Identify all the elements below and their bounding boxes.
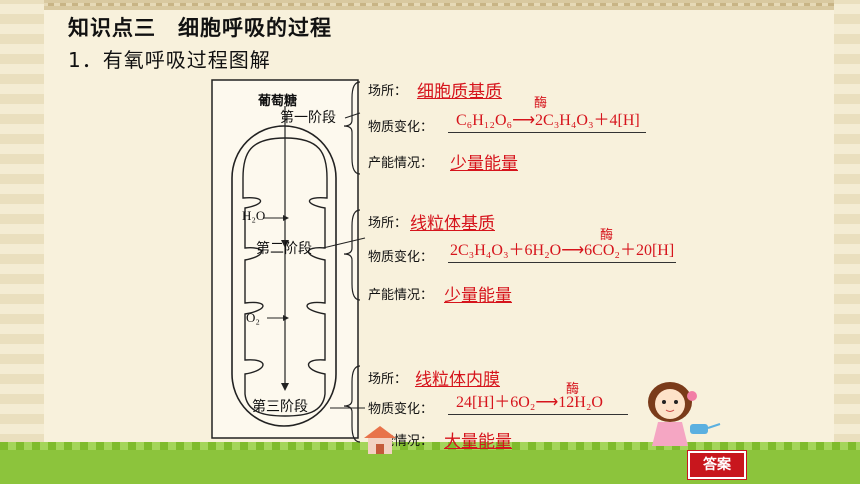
stage1-substance-label: 物质变化： bbox=[368, 120, 434, 135]
stage3-substance-label: 物质变化： bbox=[368, 402, 434, 417]
top-border bbox=[0, 0, 860, 10]
mitochondrion-diagram bbox=[211, 79, 366, 439]
right-border bbox=[834, 0, 860, 484]
girl-illustration-icon bbox=[648, 382, 721, 446]
glucose-label: 葡萄糖 bbox=[258, 94, 298, 109]
stage2-site-label: 场所： bbox=[368, 216, 408, 231]
stage2-label: 第二阶段 bbox=[256, 241, 312, 257]
stage1-energy: 少量能量 bbox=[450, 154, 518, 174]
stage1-site-label: 场所： bbox=[368, 84, 408, 99]
stage2-equation: 2C₃H₄O₃＋6H₂O⟶6CO₂＋20[H] bbox=[450, 242, 675, 259]
stage2-substance-label: 物质变化： bbox=[368, 250, 434, 265]
stage1-site: 细胞质基质 bbox=[417, 82, 502, 102]
h2o-label: H₂O bbox=[242, 208, 266, 223]
page-title: 知识点三 细胞呼吸的过程 bbox=[68, 16, 332, 40]
brackets bbox=[343, 81, 361, 443]
stage3-underline bbox=[448, 414, 628, 415]
stage1-label: 第一阶段 bbox=[280, 110, 336, 126]
stage2-site: 线粒体基质 bbox=[410, 214, 495, 234]
left-border bbox=[0, 0, 44, 484]
stage2-underline bbox=[448, 262, 676, 263]
stage3-enzyme: 酶 bbox=[566, 382, 580, 397]
o2-label: O₂ bbox=[246, 310, 260, 325]
stage3-site-label: 场所： bbox=[368, 372, 408, 387]
stage1-equation: C₆H₁₂O₆⟶2C₃H₄O₃＋4[H] bbox=[456, 112, 640, 129]
stage3-energy: 大量能量 bbox=[444, 432, 512, 452]
answer-button[interactable]: 答案 bbox=[688, 451, 746, 479]
stage3-site: 线粒体内膜 bbox=[415, 370, 500, 390]
stage2-energy-label: 产能情况： bbox=[368, 288, 434, 303]
stage3-equation: 24[H]＋6O₂⟶12H₂O bbox=[456, 394, 603, 411]
stage2-enzyme: 酶 bbox=[600, 228, 614, 243]
stage1-enzyme: 酶 bbox=[534, 96, 548, 111]
stage1-underline bbox=[448, 132, 646, 133]
stage2-energy: 少量能量 bbox=[444, 286, 512, 306]
stage1-energy-label: 产能情况： bbox=[368, 156, 434, 171]
section-subtitle: 1．有氧呼吸过程图解 bbox=[68, 48, 271, 72]
house-icon bbox=[364, 426, 396, 454]
stage3-label: 第三阶段 bbox=[252, 399, 308, 415]
